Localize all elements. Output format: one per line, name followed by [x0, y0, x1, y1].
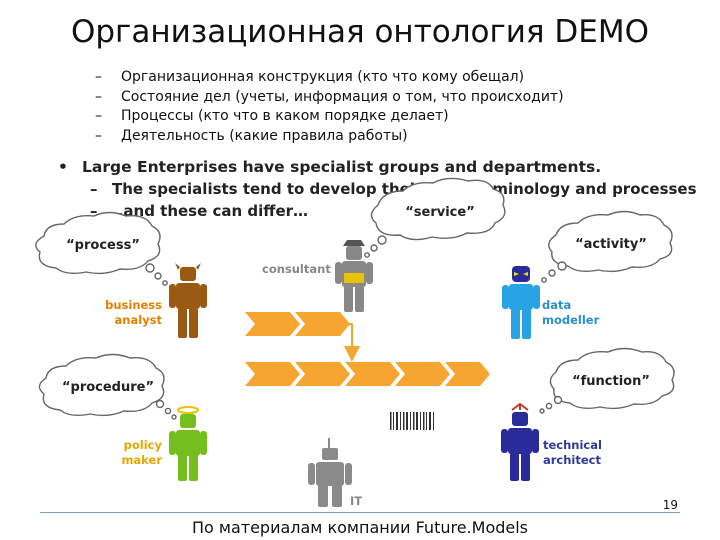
process-chevron: [345, 362, 400, 386]
bubble-activity-text: “activity”: [575, 237, 647, 252]
bubble-service-text: “service”: [405, 205, 475, 220]
footer-divider: [40, 512, 680, 513]
data-modeller-figure: [502, 266, 540, 339]
policy-maker-figure: [169, 406, 207, 481]
bubble-function: [539, 347, 675, 414]
bullet-item: Процессы (кто что в каком порядке делает…: [95, 107, 564, 127]
ontology-bullet-list: Организационная конструкция (кто что ком…: [95, 68, 564, 146]
bubble-procedure: [38, 353, 177, 420]
bubble-process-text: “process”: [66, 238, 140, 253]
bullet-item: Организационная конструкция (кто что ком…: [95, 68, 564, 88]
main-bullet-text: Large Enterprises have specialist groups…: [82, 158, 602, 176]
barcode-icon: [390, 412, 434, 430]
technical-architect-figure: [501, 402, 539, 481]
bullet-dot-icon: •: [58, 158, 68, 176]
process-flow: [245, 312, 490, 386]
process-chevron: [395, 362, 450, 386]
process-chevron: [295, 362, 350, 386]
flow-connector: [340, 323, 360, 362]
bullet-item: Состояние дел (учеты, информация о том, …: [95, 88, 564, 108]
bubble-activity: [541, 210, 673, 283]
bubble-procedure-text: “procedure”: [61, 380, 155, 395]
business-analyst-figure: [169, 263, 207, 338]
it-label: IT: [350, 494, 363, 508]
it-robot-figure: [308, 438, 352, 507]
page-number: 19: [662, 498, 678, 512]
bubble-function-text: “function”: [572, 374, 650, 389]
bubble-process: [35, 211, 168, 286]
consultant-figure: [335, 240, 373, 312]
process-chevron: [245, 312, 300, 336]
bullet-item: Деятельность (какие правила работы): [95, 127, 564, 147]
process-chevron: [245, 362, 300, 386]
bubble-service: [364, 177, 506, 258]
footer-credit: По материалам компании Future.Models: [191, 518, 529, 537]
consultant-label: consultant: [262, 262, 331, 276]
process-chevron: [295, 312, 350, 336]
slide-title: Организационная онтология DEMO: [70, 14, 650, 50]
process-chevron: [445, 362, 490, 386]
sub-bullet-text: ..and these can differ…: [112, 202, 309, 220]
